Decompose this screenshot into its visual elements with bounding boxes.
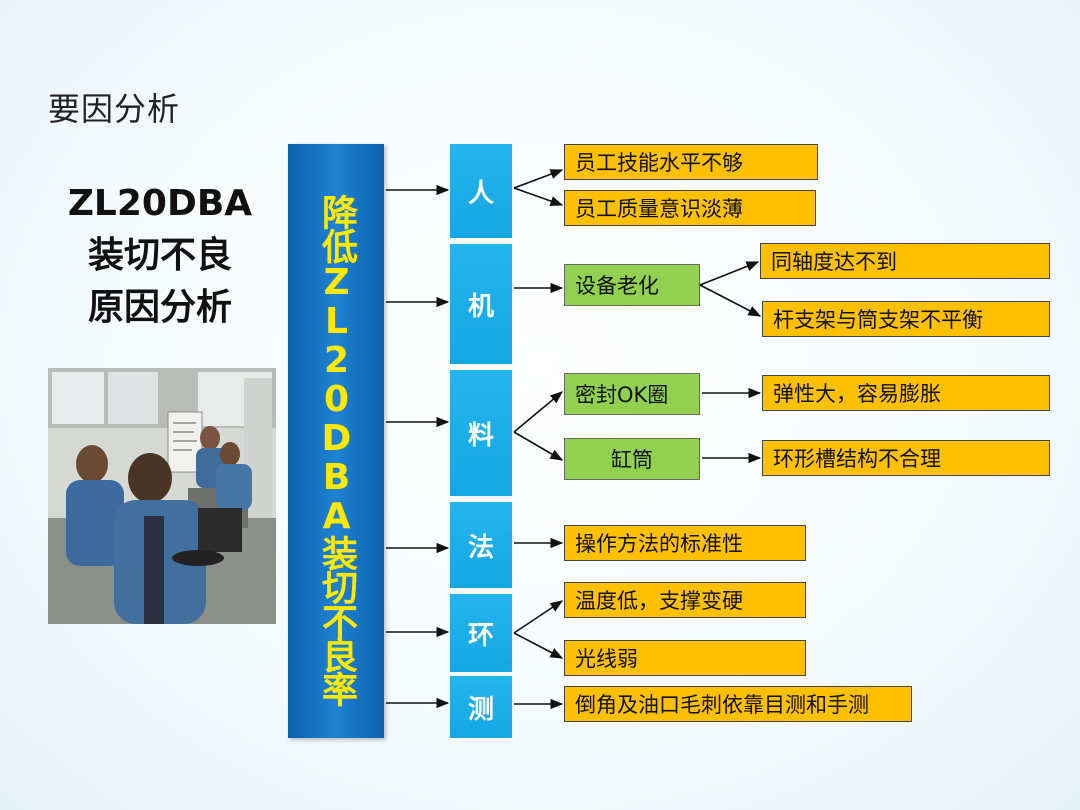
cause-weak-light: 光线弱 [564, 640, 806, 676]
category-person: 人 [450, 144, 512, 238]
sub-cylinder: 缸筒 [564, 438, 700, 480]
central-goal-text: 降低ZL20DBA装切不良率 [316, 194, 357, 705]
arrow-person-cause-2 [513, 187, 564, 206]
category-measurement: 测 [450, 676, 512, 738]
cause-coaxiality: 同轴度达不到 [760, 243, 1050, 279]
cause-elasticity: 弹性大，容易膨胀 [762, 375, 1050, 411]
page-title: 要因分析 [48, 90, 181, 128]
cause-groove-structure: 环形槽结构不合理 [762, 440, 1050, 476]
meeting-photo [48, 368, 276, 624]
sub-seal-ring: 密封OK圈 [564, 373, 700, 415]
category-method: 法 [450, 502, 512, 588]
cause-operation-standard: 操作方法的标准性 [564, 525, 806, 561]
cause-bracket-imbalance: 杆支架与筒支架不平衡 [762, 301, 1050, 337]
main-title-line-1: ZL20DBA [67, 183, 253, 224]
arrow-person-cause-1 [513, 169, 564, 189]
sub-equipment-aging: 设备老化 [564, 264, 700, 306]
arrow-material-cylinder [513, 431, 564, 461]
main-title-line-3: 原因分析 [87, 287, 232, 328]
central-goal-banner: 降低ZL20DBA装切不良率 [288, 144, 384, 738]
main-title: ZL20DBA 装切不良 原因分析 [48, 178, 272, 334]
category-machine: 机 [450, 244, 512, 364]
category-material: 料 [450, 370, 512, 496]
meeting-photo-illustration [48, 368, 276, 624]
main-title-line-2: 装切不良 [87, 235, 232, 276]
arrow-environment-cause-2 [513, 632, 564, 659]
cause-low-temperature: 温度低，支撑变硬 [564, 582, 806, 618]
arrow-environment-cause-1 [513, 600, 564, 634]
category-environment: 环 [450, 594, 512, 672]
arrow-sub-bracket [699, 284, 762, 317]
cause-burr-inspection: 倒角及油口毛刺依靠目测和手测 [564, 686, 912, 722]
cause-quality-awareness: 员工质量意识淡薄 [564, 190, 816, 226]
cause-skill-insufficient: 员工技能水平不够 [564, 144, 818, 180]
arrow-material-seal [513, 391, 563, 433]
arrow-sub-coaxiality [699, 261, 760, 286]
